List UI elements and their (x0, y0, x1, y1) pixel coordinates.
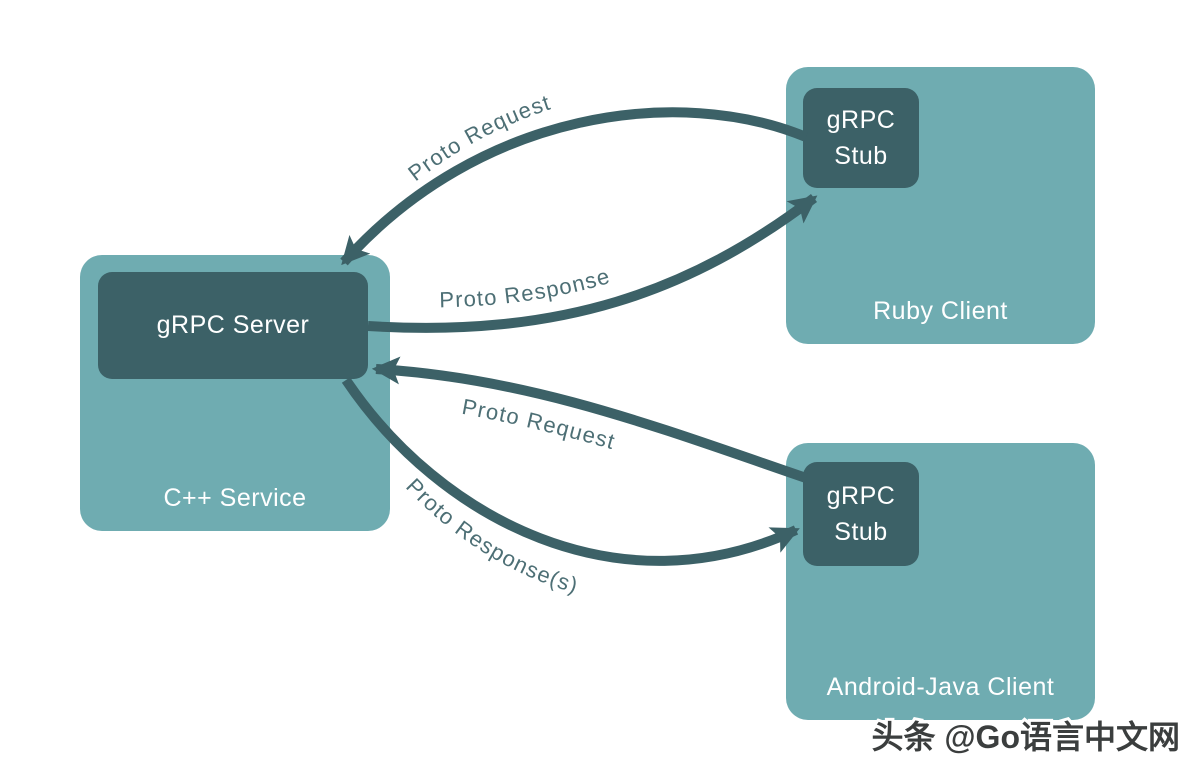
grpc-stub-android-label: gRPC Stub (826, 481, 896, 546)
node-android-java-client: gRPC Stub Android-Java Client (786, 443, 1095, 720)
node-cpp-service: gRPC Server C++ Service (80, 255, 390, 531)
cpp-service-label: C++ Service (163, 484, 307, 512)
node-grpc-stub-android: gRPC Stub (803, 462, 919, 566)
arrow-proto-request-bottom (371, 356, 808, 483)
node-ruby-client: gRPC Stub Ruby Client (786, 67, 1095, 344)
arrow-proto-response-top (367, 194, 818, 333)
grpc-stub-ruby-label: gRPC Stub (826, 105, 896, 170)
edge-label-proto-response-bottom: Proto Response(s) (401, 473, 581, 598)
node-grpc-server: gRPC Server (98, 272, 368, 379)
edge-label-proto-response-top: Proto Response (439, 263, 613, 312)
grpc-server-label: gRPC Server (156, 311, 310, 339)
arrow-proto-request-top (340, 107, 808, 266)
node-grpc-stub-ruby: gRPC Stub (803, 88, 919, 188)
edge-label-proto-request-bottom: Proto Request (460, 394, 618, 454)
edge-label-proto-request-top: Proto Request (403, 90, 554, 186)
arrow-proto-response-bottom (341, 377, 800, 566)
android-java-client-label: Android-Java Client (826, 673, 1055, 701)
watermark: 头条 @Go语言中文网 (871, 719, 1180, 755)
ruby-client-label: Ruby Client (873, 297, 1008, 325)
